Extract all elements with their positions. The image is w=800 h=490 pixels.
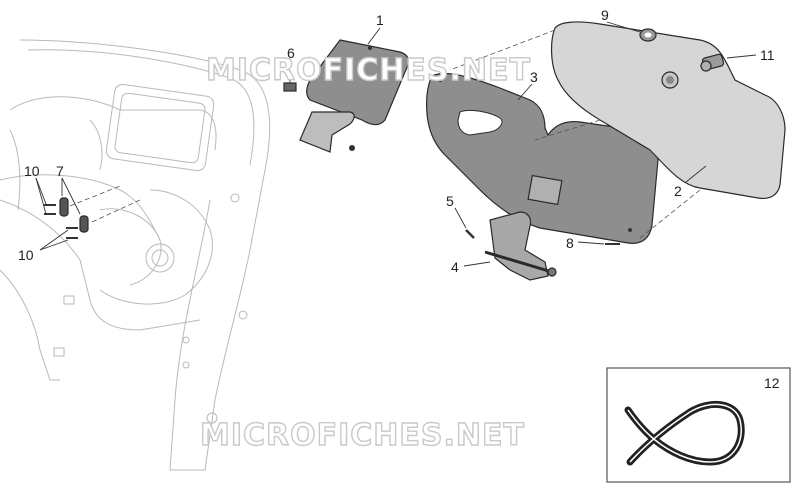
scooter-body-outline [0, 39, 271, 471]
part-1-small-cover [299, 39, 409, 153]
watermark-top: MICROFICHES.NET [206, 53, 531, 88]
callout-3: 3 [530, 69, 538, 85]
part-3-inner-panel [425, 72, 659, 244]
callout-2: 2 [674, 183, 682, 199]
callout-7: 7 [56, 163, 64, 179]
callout-11: 11 [760, 47, 775, 63]
callout-12: 12 [764, 375, 780, 391]
part-2-outer-door [449, 21, 786, 239]
callout-10-lower: 10 [18, 247, 34, 263]
part-6-clip [283, 70, 297, 92]
callout-10-upper: 10 [24, 163, 40, 179]
part-9-nut [639, 28, 657, 42]
callout-1: 1 [376, 12, 384, 28]
callout-4: 4 [451, 259, 459, 275]
watermark-bottom: MICROFICHES.NET [200, 418, 525, 453]
callout-8: 8 [566, 235, 574, 251]
part-5-screw [465, 229, 475, 239]
callout-9: 9 [601, 7, 609, 23]
part-11-lock-cylinder [700, 53, 725, 72]
inset-box-part-12 [606, 367, 791, 483]
callout-6: 6 [287, 45, 295, 61]
part-4-hinge [484, 211, 557, 281]
part-7-rubber-pads [59, 197, 89, 233]
callout-5: 5 [446, 193, 454, 209]
leader-lines [35, 21, 757, 267]
